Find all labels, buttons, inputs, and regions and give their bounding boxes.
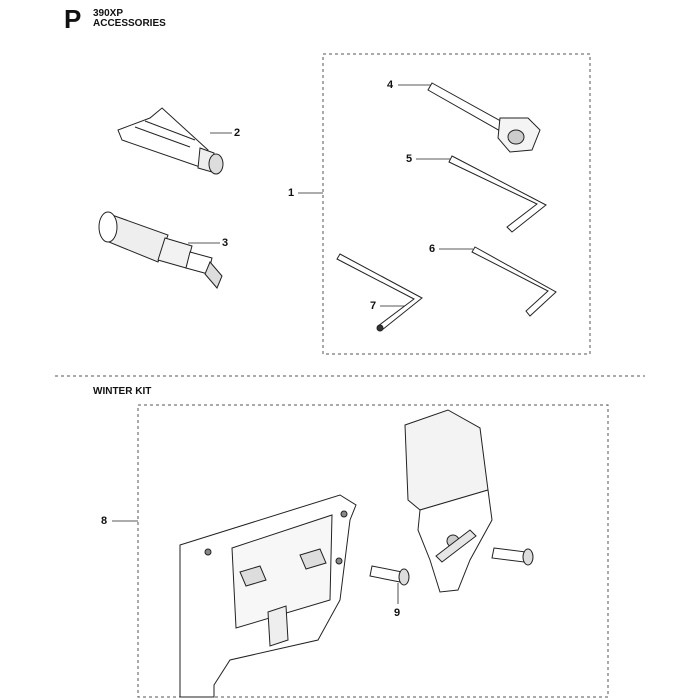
callout-8[interactable]: 8 [101, 515, 108, 527]
leader-lines [112, 84, 473, 604]
model-name: 390XP [93, 8, 124, 19]
callout-1[interactable]: 1 [288, 187, 295, 199]
callout-4[interactable]: 4 [387, 79, 394, 91]
screw-icon [369, 547, 534, 586]
callout-6[interactable]: 6 [429, 243, 436, 255]
winter-kit-bracket-icon [404, 409, 493, 593]
hex-key-short-icon [471, 246, 557, 317]
section-letter: P [64, 4, 82, 34]
bearing-tool-icon [98, 211, 223, 289]
winter-kit-cover-icon [179, 494, 357, 698]
callout-7[interactable]: 7 [370, 300, 377, 312]
torx-key-icon [336, 253, 423, 332]
grease-tube-icon [117, 107, 224, 175]
page-title: ACCESSORIES [93, 18, 166, 29]
winter-kit-title: WINTER KIT [93, 386, 152, 397]
hex-key-long-icon [448, 155, 547, 233]
kit-box-outline [322, 53, 591, 355]
callout-5[interactable]: 5 [406, 153, 413, 165]
callout-3[interactable]: 3 [222, 237, 229, 249]
winter-kit-box-outline [137, 404, 609, 698]
combination-spanner-icon [427, 82, 541, 153]
callout-2[interactable]: 2 [234, 127, 241, 139]
callout-9[interactable]: 9 [394, 607, 401, 619]
